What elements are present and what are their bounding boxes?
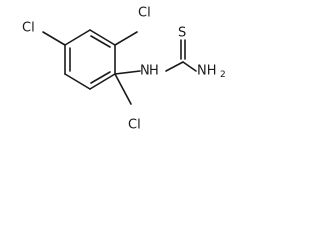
atom-nh-h: H [149, 64, 159, 79]
atom-cl-top-left: Cl [22, 21, 35, 36]
atom-sulfur: S [178, 26, 186, 41]
bond-to-cl-bottom [114, 73, 132, 105]
bond-nh-to-c [165, 61, 184, 72]
atom-cl-bottom: Cl [128, 118, 141, 133]
benzene-ring [64, 29, 116, 90]
atom-nh2-subscript: 2 [220, 70, 226, 80]
atom-nh2: NH [197, 64, 217, 79]
ring-bond-c1-c2 [89, 29, 116, 46]
ring-bond-c6-c1 [64, 29, 91, 46]
ring-double-bond-c1-c2 [90, 35, 111, 48]
bond-to-cl-top-right [114, 31, 138, 46]
ring-bond-c4-c5 [64, 73, 91, 90]
chemical-structure-diagram: Cl Cl Cl S H N NH 2 [22, 6, 226, 133]
ring-bond-c3-c4 [89, 73, 116, 90]
atom-nh-n: N [140, 64, 150, 79]
bond-c-to-nh2 [182, 61, 197, 72]
atom-cl-top-right: Cl [138, 6, 151, 21]
ring-double-bond-c3-c4 [90, 71, 111, 84]
bond-to-cl-top-left [42, 31, 66, 46]
bond-to-nh [114, 70, 141, 75]
